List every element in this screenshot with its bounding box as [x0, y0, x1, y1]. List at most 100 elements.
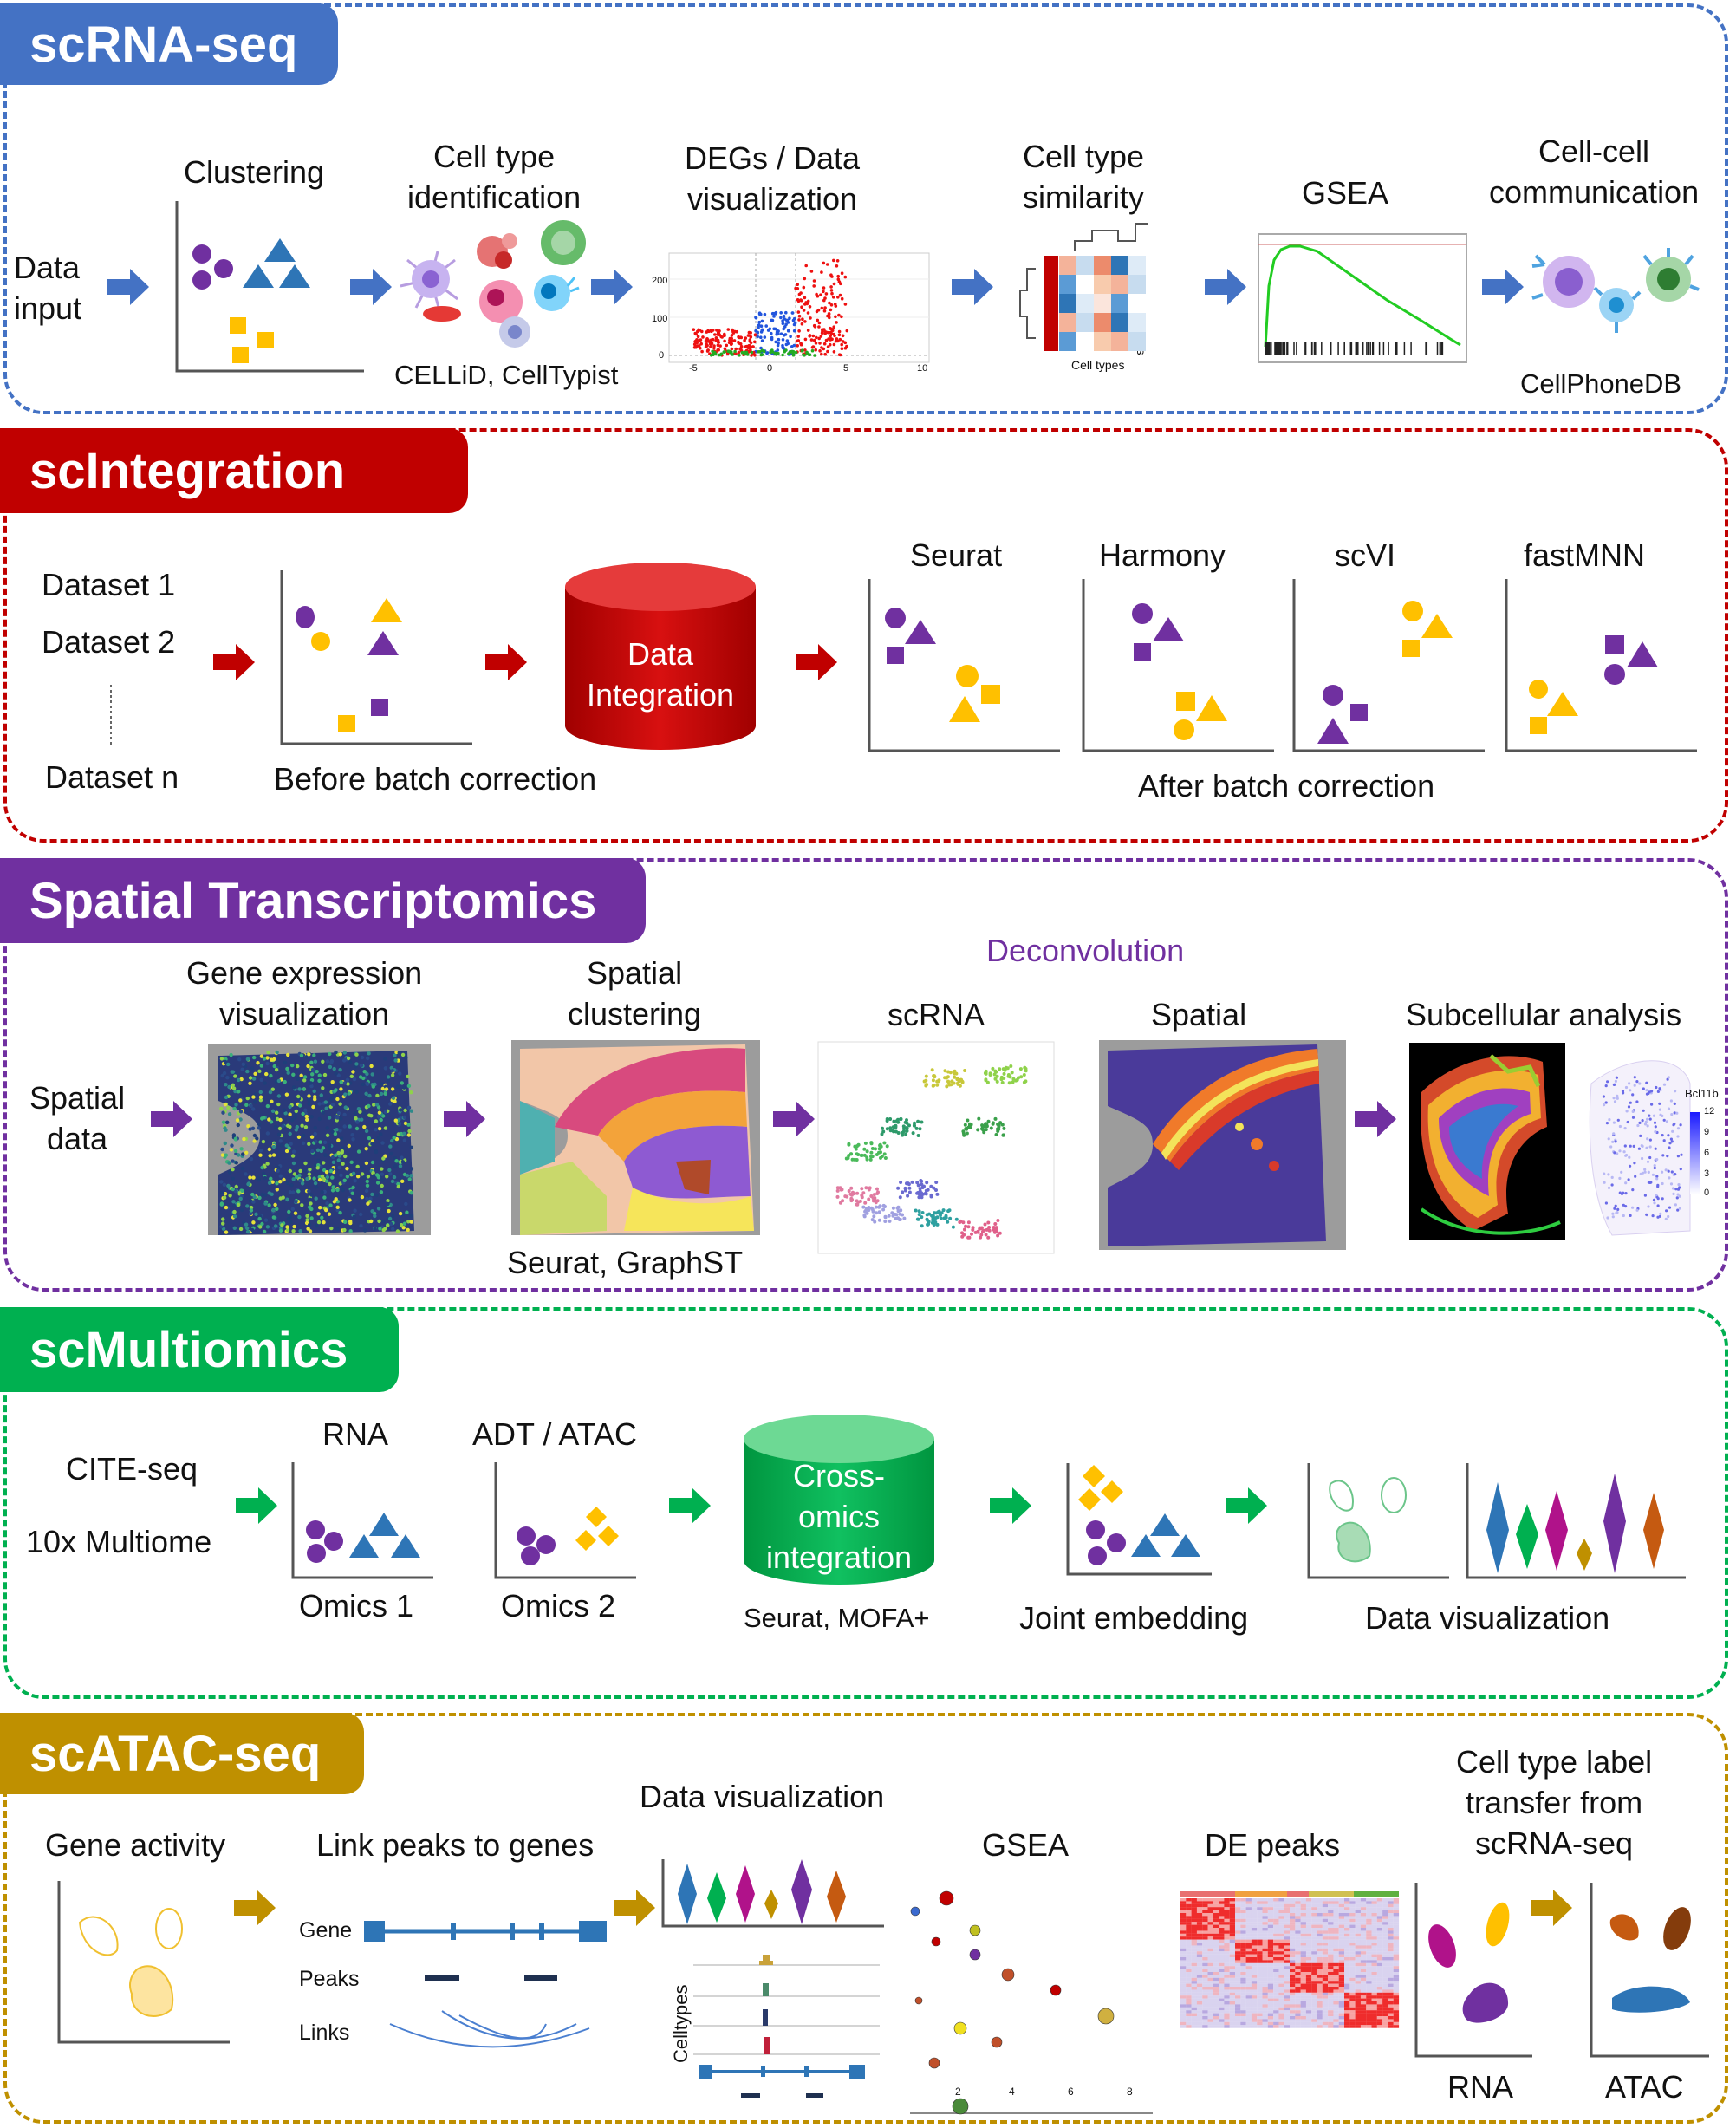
expression-spot: [324, 1170, 329, 1175]
expression-spot: [330, 1175, 335, 1180]
expression-spot: [325, 1126, 329, 1130]
volcano-point: [748, 344, 752, 348]
volcano-point: [717, 348, 720, 352]
de-peaks-label: DE peaks: [1205, 1827, 1341, 1863]
expression-spot: [231, 1133, 237, 1137]
heatmap-cell: [1111, 256, 1128, 275]
expression-spot: [302, 1087, 306, 1091]
expression-spot: [224, 1083, 228, 1087]
volcano-point: [824, 292, 829, 296]
data-input-label: Data input: [14, 250, 82, 326]
volcano-point: [723, 347, 727, 351]
expression-spot: [390, 1073, 395, 1077]
expression-spot: [381, 1156, 386, 1161]
expression-spot: [367, 1113, 372, 1117]
expression-spot: [233, 1089, 237, 1094]
expression-spot: [283, 1111, 288, 1116]
expression-spot: [321, 1059, 325, 1064]
expression-spot: [299, 1053, 304, 1058]
expression-spot: [406, 1220, 411, 1224]
expression-spot: [309, 1060, 314, 1065]
expression-spot: [369, 1064, 374, 1069]
expression-spot: [379, 1117, 383, 1123]
expression-spot: [291, 1190, 296, 1194]
expression-spot: [304, 1114, 309, 1119]
volcano-point: [723, 339, 726, 343]
expression-spot: [335, 1097, 340, 1102]
expression-spot: [259, 1064, 263, 1068]
expression-spot: [270, 1087, 275, 1091]
volcano-point: [781, 319, 784, 322]
expression-spot: [383, 1066, 388, 1071]
expression-spot: [256, 1175, 260, 1180]
expression-spot: [359, 1212, 363, 1217]
expression-spot: [297, 1087, 302, 1091]
volcano-point: [817, 336, 821, 341]
expression-spot: [248, 1211, 253, 1216]
expression-spot: [220, 1147, 224, 1152]
expression-spot: [409, 1109, 413, 1113]
heatmap-cell: [1128, 275, 1146, 294]
expression-spot: [251, 1077, 257, 1081]
heatmap-cell: [1076, 332, 1094, 351]
expression-spot: [391, 1214, 395, 1219]
volcano-point: [766, 329, 770, 332]
volcano-point: [788, 316, 791, 321]
expression-spot: [277, 1126, 283, 1131]
expression-spot: [307, 1172, 312, 1176]
volcano-point: [826, 345, 830, 348]
expression-spot: [335, 1188, 340, 1193]
expression-spot: [296, 1135, 302, 1140]
expression-spot: [226, 1105, 231, 1110]
volcano-point: [769, 350, 772, 355]
expression-spot: [404, 1055, 408, 1060]
heatmap-cell: [1059, 256, 1076, 275]
expression-spot: [370, 1142, 374, 1146]
expression-spot: [342, 1178, 347, 1183]
expression-spot: [350, 1133, 354, 1137]
volcano-point: [719, 352, 724, 356]
expression-spot: [376, 1207, 381, 1211]
cell-communication-illustration: [1531, 248, 1700, 333]
expression-spot: [280, 1223, 284, 1227]
volcano-point: [770, 318, 773, 322]
volcano-plot: [668, 252, 930, 363]
volcano-point: [773, 327, 777, 331]
expression-spot: [331, 1160, 336, 1165]
volcano-point: [790, 349, 793, 354]
expression-spot: [251, 1220, 256, 1225]
expression-spot: [296, 1064, 300, 1069]
volcano-point: [694, 332, 698, 336]
volcano-point: [800, 305, 803, 309]
expression-spot: [316, 1212, 321, 1216]
volcano-point: [796, 287, 800, 290]
expression-spot: [320, 1190, 324, 1194]
volcano-point: [751, 345, 755, 348]
expression-spot: [290, 1063, 295, 1068]
expression-spot: [289, 1118, 295, 1123]
expression-spot: [338, 1067, 342, 1072]
expression-spot: [223, 1126, 227, 1130]
volcano-point: [803, 277, 807, 281]
volcano-point: [749, 335, 753, 339]
expression-spot: [223, 1141, 227, 1146]
expression-spot: [387, 1168, 392, 1173]
expression-spot: [270, 1109, 276, 1114]
expression-spot: [303, 1161, 308, 1166]
expression-spot: [367, 1136, 372, 1141]
expression-spot: [276, 1165, 281, 1170]
expression-spot: [328, 1051, 332, 1057]
volcano-point: [759, 346, 763, 350]
expression-spot: [273, 1124, 278, 1129]
expression-spot: [378, 1227, 382, 1231]
expression-spot: [318, 1140, 322, 1144]
expression-spot: [390, 1087, 395, 1091]
expression-spot: [276, 1094, 282, 1098]
expression-spot: [221, 1217, 225, 1221]
expression-spot: [350, 1191, 354, 1196]
volcano-point: [700, 329, 704, 334]
expression-spot: [225, 1120, 230, 1125]
expression-spot: [406, 1227, 410, 1233]
expression-spot: [222, 1195, 227, 1200]
expression-spot: [345, 1175, 350, 1179]
